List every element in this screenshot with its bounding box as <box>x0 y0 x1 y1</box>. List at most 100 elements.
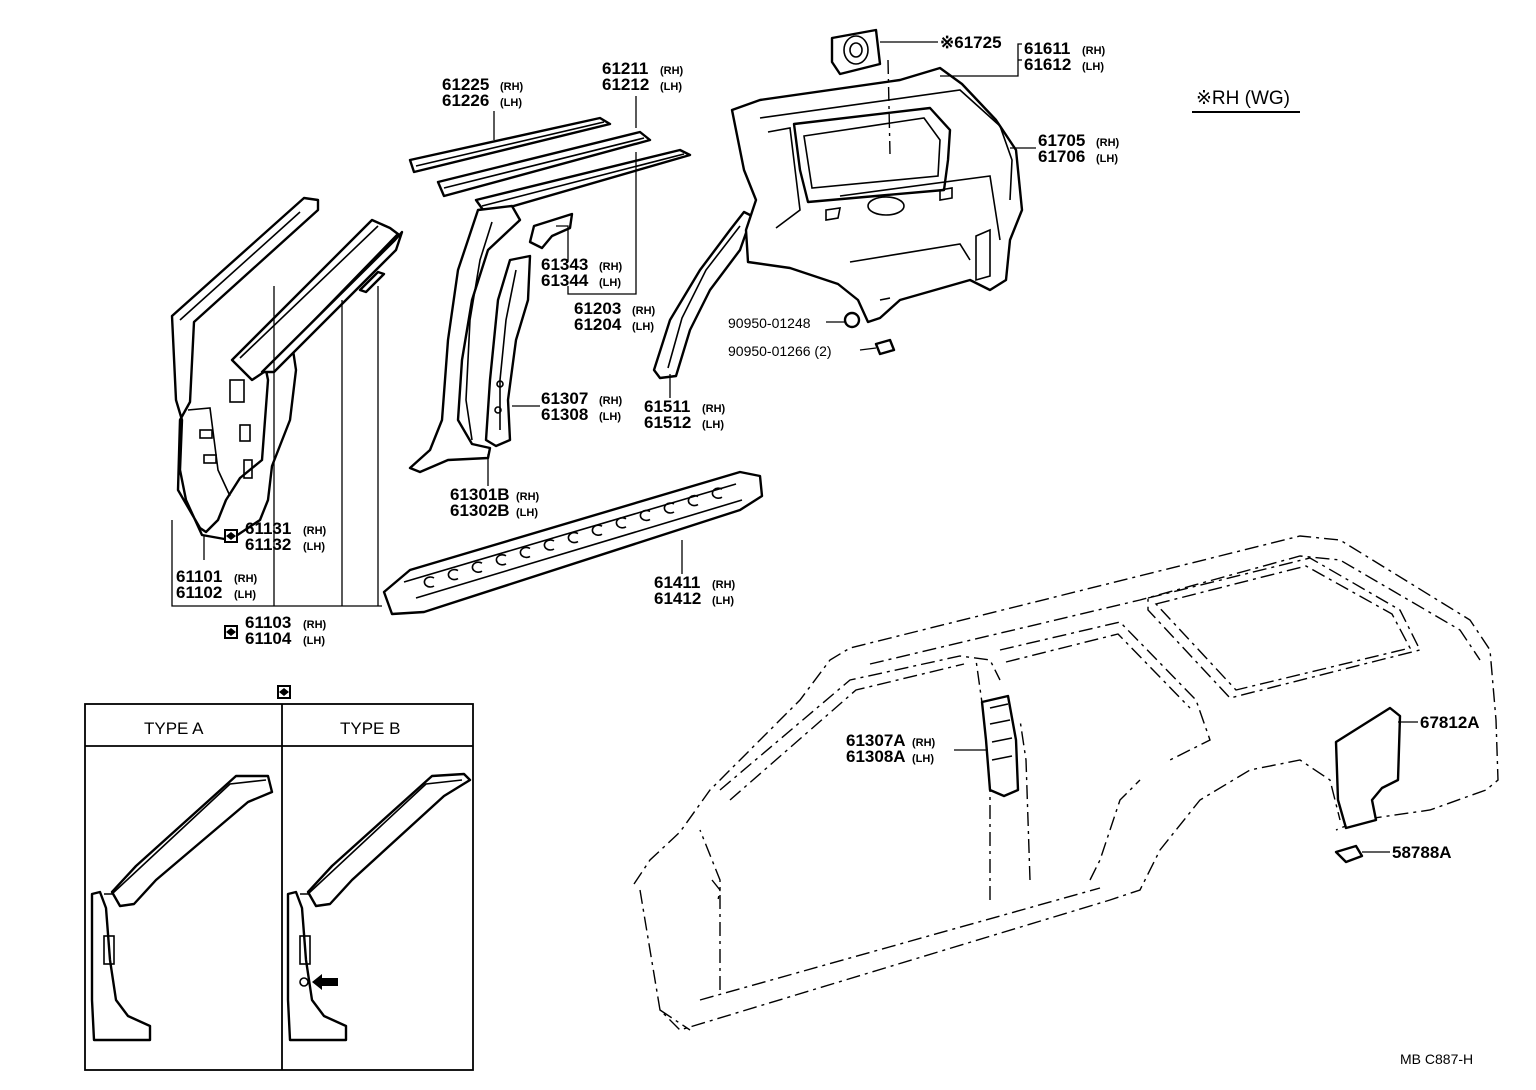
side-indicator: (LH) <box>303 635 325 647</box>
roof-rail-61203 <box>474 148 692 216</box>
side-indicator: (LH) <box>234 589 256 601</box>
side-indicator: (RH) <box>702 403 726 415</box>
side-indicator: (LH) <box>500 97 522 109</box>
side-indicator: (RH) <box>516 491 540 503</box>
body-outline <box>633 535 1499 1031</box>
diamond-symbol <box>277 685 291 699</box>
part-number: 61226 <box>442 91 489 110</box>
part-number: 61412 <box>654 589 701 608</box>
side-indicator: (RH) <box>1082 45 1106 57</box>
side-indicator: (LH) <box>599 411 621 423</box>
callout-61307A: 61307A (RH) 61308A (LH) <box>846 731 936 766</box>
rocker-hole <box>711 487 723 499</box>
part-67812A: 67812A <box>1420 713 1480 732</box>
side-indicator: (RH) <box>234 573 258 585</box>
side-indicator: (RH) <box>912 737 936 749</box>
leader-lines <box>171 41 1418 853</box>
rocker-hole <box>495 554 507 566</box>
roof-rail-61211 <box>436 130 652 198</box>
part-number: 61204 <box>574 315 622 334</box>
part-number: 61511 <box>644 397 690 416</box>
part-number: 61512 <box>644 413 691 432</box>
roof-rail-61225 <box>408 116 612 174</box>
arrow-indicator <box>312 974 338 990</box>
part-90950-01248: 90950-01248 <box>728 315 811 331</box>
type-a-pillar <box>90 774 274 1042</box>
part-number: 61102 <box>176 583 222 602</box>
part-number: 61343 <box>541 255 588 274</box>
rocker-hole <box>423 576 435 588</box>
part-90950-01266: 90950-01266 (2) <box>728 343 832 359</box>
part-number: 61705 <box>1038 131 1085 150</box>
side-indicator: (LH) <box>660 81 682 93</box>
side-indicator: (LH) <box>1082 61 1104 73</box>
callout-61411: 61411(RH)61412(LH) <box>654 573 736 608</box>
part-labels: 61225 (RH) 61226 (LH) 61211 (RH) 61212 (LH) 6134… <box>176 39 1120 766</box>
callout-61611: 61611(RH)61612(LH) <box>1024 39 1106 74</box>
side-indicator: (LH) <box>303 541 325 553</box>
side-indicator: (LH) <box>912 753 934 765</box>
part-61725: ※61725 <box>940 33 1002 52</box>
part-number: 61225 <box>442 75 489 94</box>
part-number: 61308A <box>846 747 906 766</box>
type-a-label: TYPE A <box>144 719 204 738</box>
rh-wg-note: ※RH (WG) <box>1196 88 1290 109</box>
part-number: 61302B <box>450 501 510 520</box>
side-indicator: (LH) <box>599 277 621 289</box>
callout-61211: 61211 (RH) 61212 (LH) <box>602 59 684 94</box>
side-indicator: (RH) <box>599 395 623 407</box>
center-pillar-61307A <box>980 694 1020 798</box>
side-indicator: (RH) <box>1096 137 1120 149</box>
side-indicator: (LH) <box>712 595 734 607</box>
part-number: 61301B <box>450 485 510 504</box>
part-number: 61132 <box>245 535 291 554</box>
rocker-hole <box>615 517 627 529</box>
side-indicator: (RH) <box>303 619 327 631</box>
quarter-panel-61705 <box>730 66 1024 324</box>
callout-61103: 61103(RH)61104(LH) <box>245 613 327 648</box>
callout-61343: 61343(RH)61344(LH) <box>541 255 623 290</box>
callout-61301B: 61301B (RH) 61302B (LH) <box>450 485 540 520</box>
side-indicator: (RH) <box>660 65 684 77</box>
fasteners-90950 <box>843 311 896 356</box>
rocker-hole <box>591 524 603 536</box>
part-number: 61612 <box>1024 55 1071 74</box>
rocker-hole <box>543 539 555 551</box>
rocker-hole <box>567 531 579 544</box>
part-number: 61344 <box>541 271 589 290</box>
part-number: 61307 <box>541 389 588 408</box>
side-indicator: (RH) <box>712 579 736 591</box>
center-pillar-61301B <box>408 204 532 474</box>
side-indicator: (RH) <box>303 525 327 537</box>
part-number: 61211 <box>602 59 648 78</box>
fuel-door-liner-67812A <box>1334 706 1402 830</box>
rocker-hole <box>663 502 675 514</box>
clip-58788A <box>1334 844 1364 864</box>
rocker-panel-61411 <box>382 470 764 616</box>
callout-61225: 61225 (RH) 61226 (LH) <box>442 75 524 110</box>
bracket-61343 <box>528 212 574 250</box>
part-number: 61101 <box>176 567 222 586</box>
callout-61131: 61131 (RH) 61132 (LH) <box>245 519 327 554</box>
side-indicator: (LH) <box>516 507 538 519</box>
rocker-hole <box>639 509 651 522</box>
diamond-mark-61131 <box>224 529 238 543</box>
rocker-hole <box>519 546 531 559</box>
part-number: 61307A <box>846 731 906 750</box>
part-58788A: 58788A <box>1392 843 1452 862</box>
callout-61511: 61511(RH)61512(LH) <box>644 397 726 432</box>
type-b-pillar <box>286 772 472 1042</box>
rocker-hole <box>447 568 459 581</box>
rocker-hole <box>471 561 483 573</box>
type-box <box>84 685 474 1071</box>
part-number: 61706 <box>1038 147 1085 166</box>
callout-61307: 61307(RH)61308(LH) <box>541 389 623 424</box>
part-number: 61104 <box>245 629 292 648</box>
part-number: 61212 <box>602 75 649 94</box>
part-number: 61131 <box>245 519 291 538</box>
side-indicator: (RH) <box>500 81 524 93</box>
footer-code: MB C887-H <box>1400 1051 1473 1067</box>
front-pillar-61101 <box>170 196 404 542</box>
side-indicator: (LH) <box>632 321 654 333</box>
